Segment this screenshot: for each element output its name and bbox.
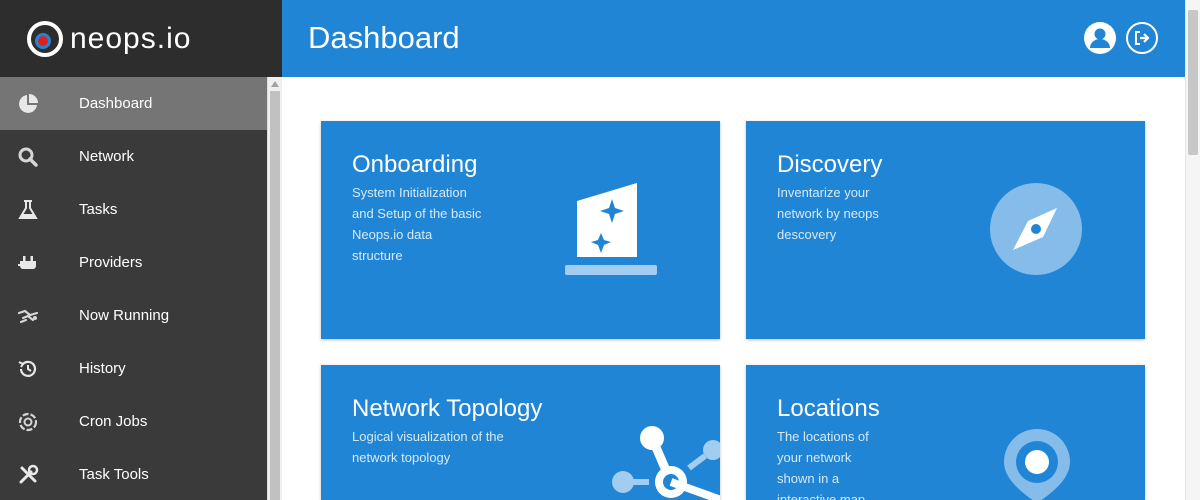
scroll-up-arrow-icon[interactable]	[271, 81, 279, 87]
sign-out-icon	[1135, 31, 1150, 45]
card-description: System Initialization and Setup of the b…	[352, 185, 482, 263]
running-icon	[0, 305, 79, 327]
sidebar-item-history[interactable]: History	[0, 342, 267, 395]
card-discovery[interactable]: Discovery Inventarize your network by ne…	[746, 121, 1145, 339]
top-header: Dashboard	[282, 0, 1185, 77]
flask-icon	[0, 199, 79, 221]
main-scroll-thumb[interactable]	[1188, 10, 1198, 155]
card-title: Network Topology	[352, 395, 543, 422]
card-locations[interactable]: Locations The locations of your network …	[746, 365, 1145, 500]
card-title: Onboarding	[352, 151, 478, 178]
sidebar-item-task-tools[interactable]: Task Tools	[0, 448, 267, 500]
card-description: Logical visualization of the network top…	[352, 429, 504, 465]
card-description: Inventarize your network by neops descov…	[777, 185, 879, 242]
sidebar-scrollbar[interactable]	[267, 77, 282, 500]
main-scrollbar[interactable]	[1185, 0, 1200, 500]
brand-logo[interactable]: neops.io	[0, 0, 282, 77]
sidebar-item-label: Dashboard	[79, 95, 153, 112]
sidebar-item-label: Cron Jobs	[79, 413, 148, 430]
user-icon	[1090, 28, 1110, 48]
history-icon	[0, 358, 79, 380]
sidebar-item-label: Tasks	[79, 201, 118, 218]
sidebar-item-label: Providers	[79, 254, 143, 271]
card-title: Locations	[777, 395, 880, 422]
sidebar-item-dashboard[interactable]: Dashboard	[0, 77, 267, 130]
sidebar: neops.io Dashboard Network Tasks Provide…	[0, 0, 282, 500]
sidebar-nav: Dashboard Network Tasks Providers Now Ru…	[0, 77, 267, 500]
search-icon	[0, 146, 79, 168]
sidebar-item-tasks[interactable]: Tasks	[0, 183, 267, 236]
brand-name: neops.io	[70, 21, 192, 55]
pie-chart-icon	[0, 93, 79, 115]
tools-icon	[0, 464, 79, 486]
compass-icon	[990, 183, 1082, 275]
card-onboarding[interactable]: Onboarding System Initialization and Set…	[321, 121, 720, 339]
plug-icon	[0, 252, 79, 274]
map-pin-icon	[1004, 429, 1070, 500]
logout-button[interactable]	[1126, 22, 1158, 54]
sidebar-item-label: Now Running	[79, 307, 170, 324]
sidebar-item-label: Task Tools	[79, 466, 149, 483]
card-description: The locations of your network shown in a…	[777, 429, 869, 500]
sidebar-item-label: Network	[79, 148, 135, 165]
sidebar-scroll-thumb[interactable]	[270, 91, 280, 500]
cron-icon	[0, 411, 79, 433]
sidebar-item-cron-jobs[interactable]: Cron Jobs	[0, 395, 267, 448]
sidebar-item-network[interactable]: Network	[0, 130, 267, 183]
sidebar-item-providers[interactable]: Providers	[0, 236, 267, 289]
sidebar-item-now-running[interactable]: Now Running	[0, 289, 267, 342]
card-network-topology[interactable]: Network Topology Logical visualization o…	[321, 365, 720, 500]
sidebar-item-label: History	[79, 360, 126, 377]
wizard-hat-icon	[565, 183, 657, 275]
topology-icon	[612, 426, 720, 500]
page-title: Dashboard	[308, 20, 460, 55]
card-title: Discovery	[777, 151, 883, 178]
user-profile-button[interactable]	[1084, 22, 1116, 54]
neops-logo-icon	[27, 20, 63, 57]
